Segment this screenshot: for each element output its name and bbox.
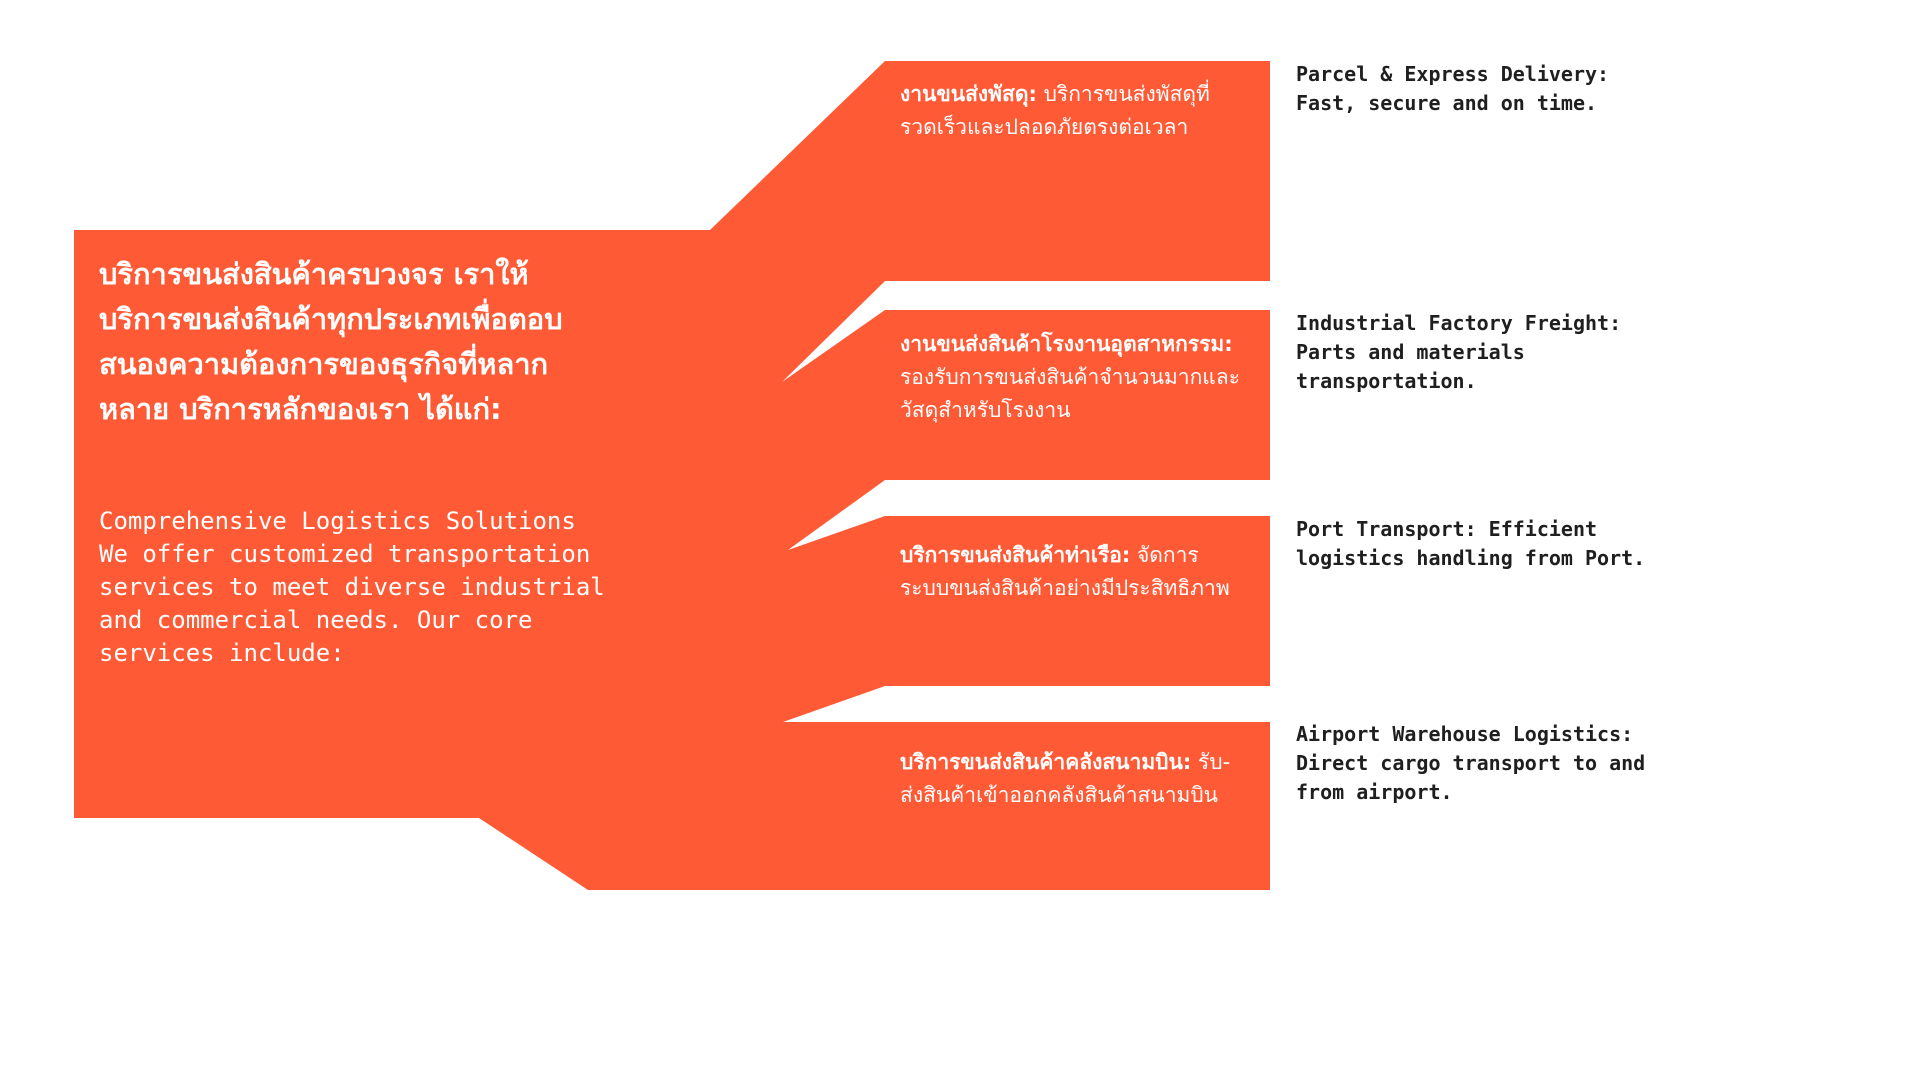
service-1-title: งานขนส่งพัสดุ: [900,82,1037,106]
service-box-1 [885,61,1270,281]
service-2-english: Industrial Factory Freight: Parts and ma… [1296,311,1622,393]
service-gap-2 [788,480,1270,550]
service-2-description: รองรับการขนส่งสินค้าจำนวนมากและวัสดุสำหร… [900,365,1240,422]
service-4-title: บริการขนส่งสินค้าคลังสนามบิน: [900,750,1192,774]
service-1-description: บริการขนส่งพัสดุที่รวดเร็วและปลอดภัยตรงต… [900,82,1210,139]
service-4-thai: บริการขนส่งสินค้าคลังสนามบิน: รับ-ส่งสิน… [900,746,1240,812]
service-2-thai: งานขนส่งสินค้าโรงงานอุตสาหกรรม: รองรับกา… [900,328,1240,427]
service-1-english: Parcel & Express Delivery: Fast, secure … [1296,62,1610,115]
service-4-description: รับ-ส่งสินค้าเข้าออกคลังสินค้าสนามบิน [900,750,1231,807]
service-gap-3 [783,686,1270,722]
service-1-thai: งานขนส่งพัสดุ: บริการขนส่งพัสดุที่รวดเร็… [900,78,1240,144]
service-4-english: Airport Warehouse Logistics: Direct carg… [1296,722,1646,804]
service-3-title: บริการขนส่งสินค้าท่าเรือ: [900,543,1131,567]
intro-body: Comprehensive Logistics Solutions We off… [99,507,605,667]
service-3-description: จัดการระบบขนส่งสินค้าอย่างมีประสิทธิภาพ [900,543,1230,600]
service-3-english: Port Transport: Efficient logistics hand… [1296,517,1646,570]
service-2-title: งานขนส่งสินค้าโรงงานอุตสาหกรรม: [900,332,1233,356]
intro-heading: บริการขนส่งสินค้าครบวงจร เราให้บริการขนส… [99,257,563,426]
service-gap-1 [782,281,1270,382]
main-intro-block [74,230,1270,890]
service-3-thai: บริการขนส่งสินค้าท่าเรือ: จัดการระบบขนส่… [900,539,1240,605]
